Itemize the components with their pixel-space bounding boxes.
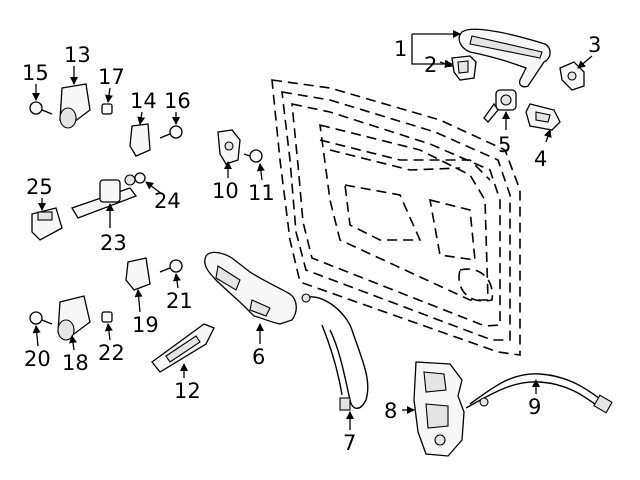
lower-hinge-bolt [29, 311, 53, 325]
callout-19: 19 [132, 313, 159, 337]
upper-hinge [59, 83, 91, 129]
callout-17: 17 [98, 65, 125, 89]
callout-5: 5 [498, 133, 511, 157]
hinge-bracket-bolt-lower [159, 259, 183, 273]
callout-2: 2 [424, 53, 437, 77]
callout-13: 13 [64, 43, 91, 67]
callout-22: 22 [98, 341, 125, 365]
interior-handle [151, 323, 215, 373]
hinge-bracket-upper [129, 123, 151, 157]
callout-21: 21 [166, 289, 193, 313]
callout-24: 24 [154, 189, 181, 213]
lower-hinge-pin [101, 311, 113, 323]
callout-labels: 1 2 3 4 5 6 7 8 9 10 11 12 13 14 15 16 1… [22, 33, 601, 455]
door-panel-outline [271, 79, 521, 356]
handle-cap [559, 61, 585, 91]
callout-15: 15 [22, 61, 49, 85]
keyhole-cover [525, 103, 561, 131]
callout-6: 6 [252, 345, 265, 369]
interior-handle-housing [204, 251, 297, 325]
callout-18: 18 [62, 351, 89, 375]
callout-10: 10 [212, 179, 239, 203]
hinge-bracket-bolt-upper [159, 125, 183, 139]
hinge-bracket-lower [125, 257, 151, 291]
callout-4: 4 [534, 147, 547, 171]
callout-16: 16 [164, 89, 191, 113]
door-latch [413, 361, 465, 457]
callout-12: 12 [174, 379, 201, 403]
callout-20: 20 [24, 347, 51, 371]
check-strap-mount [31, 207, 63, 241]
lock-cylinder [483, 89, 517, 123]
callout-11: 11 [248, 181, 275, 205]
callout-25: 25 [26, 175, 53, 199]
upper-hinge-pin [101, 103, 113, 115]
striker-screw [243, 149, 263, 163]
striker-plate [217, 129, 241, 165]
callout-3: 3 [588, 33, 601, 57]
lower-hinge [57, 295, 91, 341]
callout-7: 7 [343, 431, 356, 455]
upper-hinge-bolt [29, 101, 53, 115]
check-strap-bolt [134, 172, 146, 184]
handle-bracket [451, 55, 477, 81]
release-cable [301, 293, 369, 411]
callout-8: 8 [384, 399, 397, 423]
door-check-strap [71, 174, 138, 219]
callout-14: 14 [130, 89, 157, 113]
callout-1: 1 [394, 37, 407, 61]
leader-lines [32, 30, 593, 430]
outside-door-handle [458, 28, 551, 88]
callout-23: 23 [100, 231, 127, 255]
callout-9: 9 [528, 395, 541, 419]
